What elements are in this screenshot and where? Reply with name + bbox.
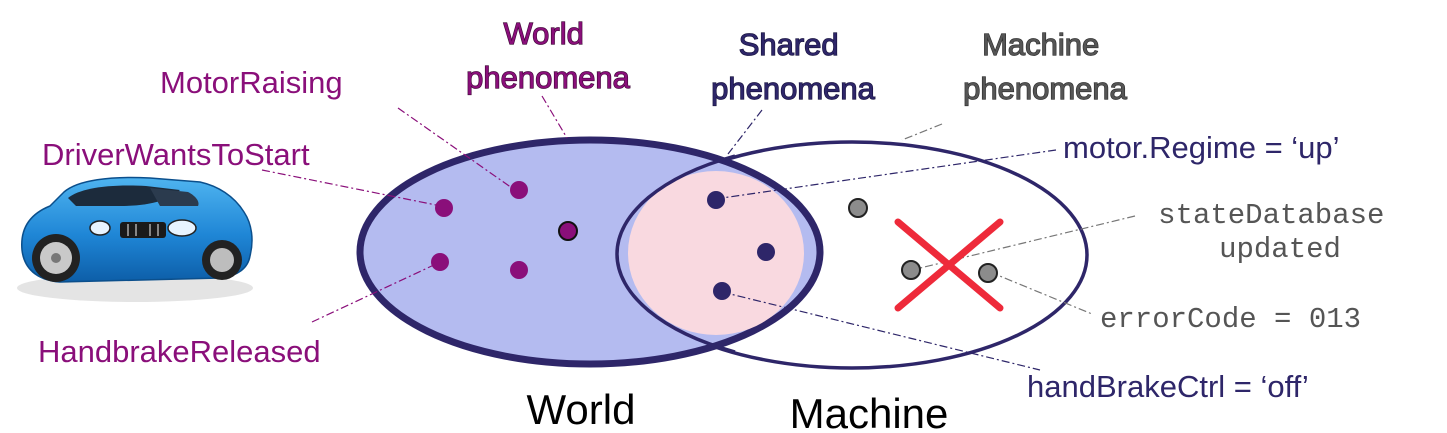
shared-phenomenon-dot [713, 282, 731, 300]
leader-driver-wants-to-start [261, 169, 437, 206]
error-code-label: errorCode = 013 [1100, 303, 1361, 336]
motor-regime-label: motor.Regime = ‘up’ [1063, 130, 1340, 165]
machine-phenomenon-dot [978, 263, 998, 283]
world-phenomena-heading: World phenomena [466, 16, 631, 95]
machine-phenomenon-dot [848, 198, 868, 218]
motor-raising-label: MotorRaising [160, 65, 343, 100]
car-icon [17, 176, 253, 302]
world-phenomenon-dot [510, 181, 528, 199]
handbrake-ctrl-label: handBrakeCtrl = ‘off’ [1027, 369, 1309, 404]
leader-handbrake-released [311, 263, 437, 323]
shared-phenomena-heading: Shared phenomena [711, 27, 876, 106]
machine-set-label: Machine [790, 390, 949, 433]
machine-phenomena-heading: Machine phenomena [963, 27, 1128, 106]
excluded-cross-icon [894, 218, 1004, 312]
driver-wants-to-start-label: DriverWantsToStart [42, 137, 310, 172]
world-phenomenon-dot [510, 261, 528, 279]
world-phenomenon-dot [435, 199, 453, 217]
state-database-label: stateDatabase updated [1158, 199, 1402, 266]
world-phenomenon-dot [431, 253, 449, 271]
shared-phenomenon-dot [757, 243, 775, 261]
leader-motor-raising [397, 107, 513, 189]
leader-state-database [911, 215, 1136, 271]
leader-handbrake-ctrl [721, 291, 1041, 371]
leader-shared-phenomena [727, 109, 763, 155]
leader-world-phenomena [541, 95, 568, 139]
leader-error-code [989, 271, 1093, 315]
shared-phenomena-region [628, 171, 804, 335]
world-set-label: World [527, 386, 636, 433]
shared-phenomenon-dot [707, 191, 725, 209]
world-phenomenon-dot [558, 221, 578, 241]
handbrake-released-label: HandbrakeReleased [38, 334, 321, 369]
machine-phenomenon-dot [901, 260, 921, 280]
leader-machine-phenomena [901, 123, 943, 141]
